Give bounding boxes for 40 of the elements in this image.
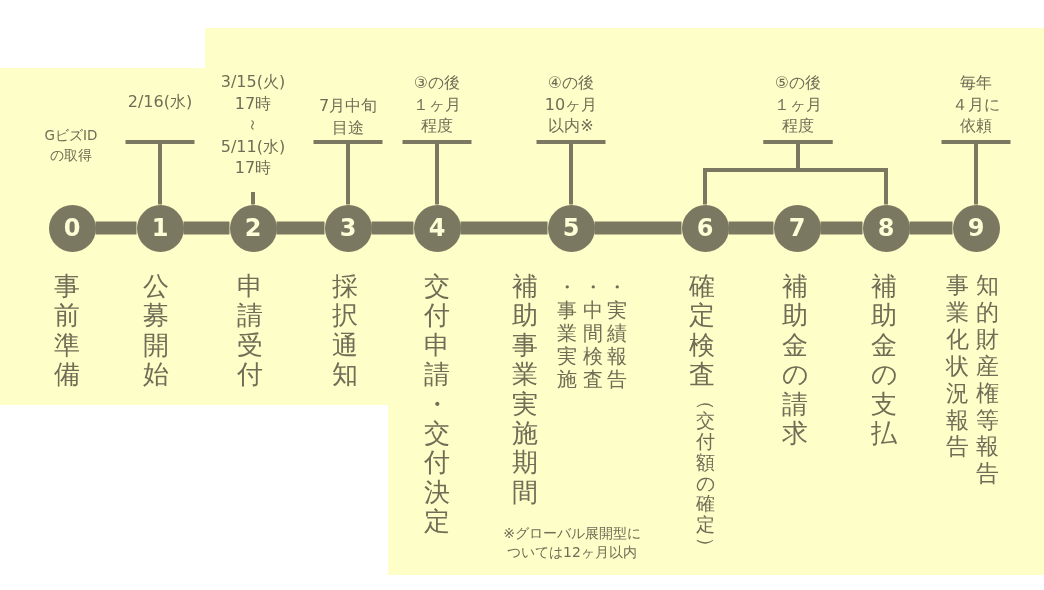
schedule-note: 7月中旬目途 <box>318 95 378 138</box>
step-label: 申請受付 <box>237 272 263 390</box>
connector-line <box>313 140 383 205</box>
schedule-note: ④の後10ヶ月以内※ <box>544 72 598 137</box>
step-label: 補助事業実施期間 <box>512 272 538 507</box>
schedule-note: ③の後１ヶ月程度 <box>413 72 461 137</box>
step-note: （交付額の確定） <box>695 390 715 558</box>
connector-line <box>125 140 195 205</box>
timeline-segment <box>371 221 414 235</box>
step-label: 交付申請・交付決定 <box>424 272 450 537</box>
timeline-segment <box>276 221 325 235</box>
prep-note: GビズIDの取得 <box>44 126 98 165</box>
connector-line <box>763 140 888 205</box>
timeline-segment <box>95 221 137 235</box>
step-label: 知的財産権等報告 <box>975 272 999 488</box>
schedule-note: 3/15(火)17時～5/11(水)17時 <box>220 71 286 179</box>
connector-line <box>402 140 472 205</box>
step-label: 確定検査 <box>689 272 715 390</box>
connector-line <box>251 192 255 205</box>
schedule-note: 毎年４月に依頼 <box>952 72 1000 137</box>
timeline-segment <box>183 221 230 235</box>
timeline-segment <box>460 221 548 235</box>
timeline-segment <box>728 221 774 235</box>
step-label: 補助金の支払 <box>871 272 897 449</box>
step-label: 公募開始 <box>143 272 169 390</box>
step-label: 事前準備 <box>54 272 80 390</box>
sub-task-label: ・中間検査 <box>583 276 603 391</box>
schedule-note: 2/16(水) <box>127 91 193 113</box>
timeline-segment <box>820 221 863 235</box>
timeline-segment <box>909 221 953 235</box>
sub-task-label: ・事業実施 <box>557 276 577 391</box>
footnote: ※グローバル展開型については12ヶ月以内 <box>503 524 641 562</box>
sub-task-label: ・実績報告 <box>607 276 627 391</box>
timeline-segment <box>594 221 682 235</box>
connector-line <box>536 140 606 205</box>
step-label: 補助金の請求 <box>782 272 808 449</box>
step-label: 事業化状況報告 <box>945 272 969 461</box>
schedule-note: ⑤の後１ヶ月程度 <box>774 72 822 137</box>
connector-line <box>941 140 1011 205</box>
step-label: 採択通知 <box>332 272 358 390</box>
